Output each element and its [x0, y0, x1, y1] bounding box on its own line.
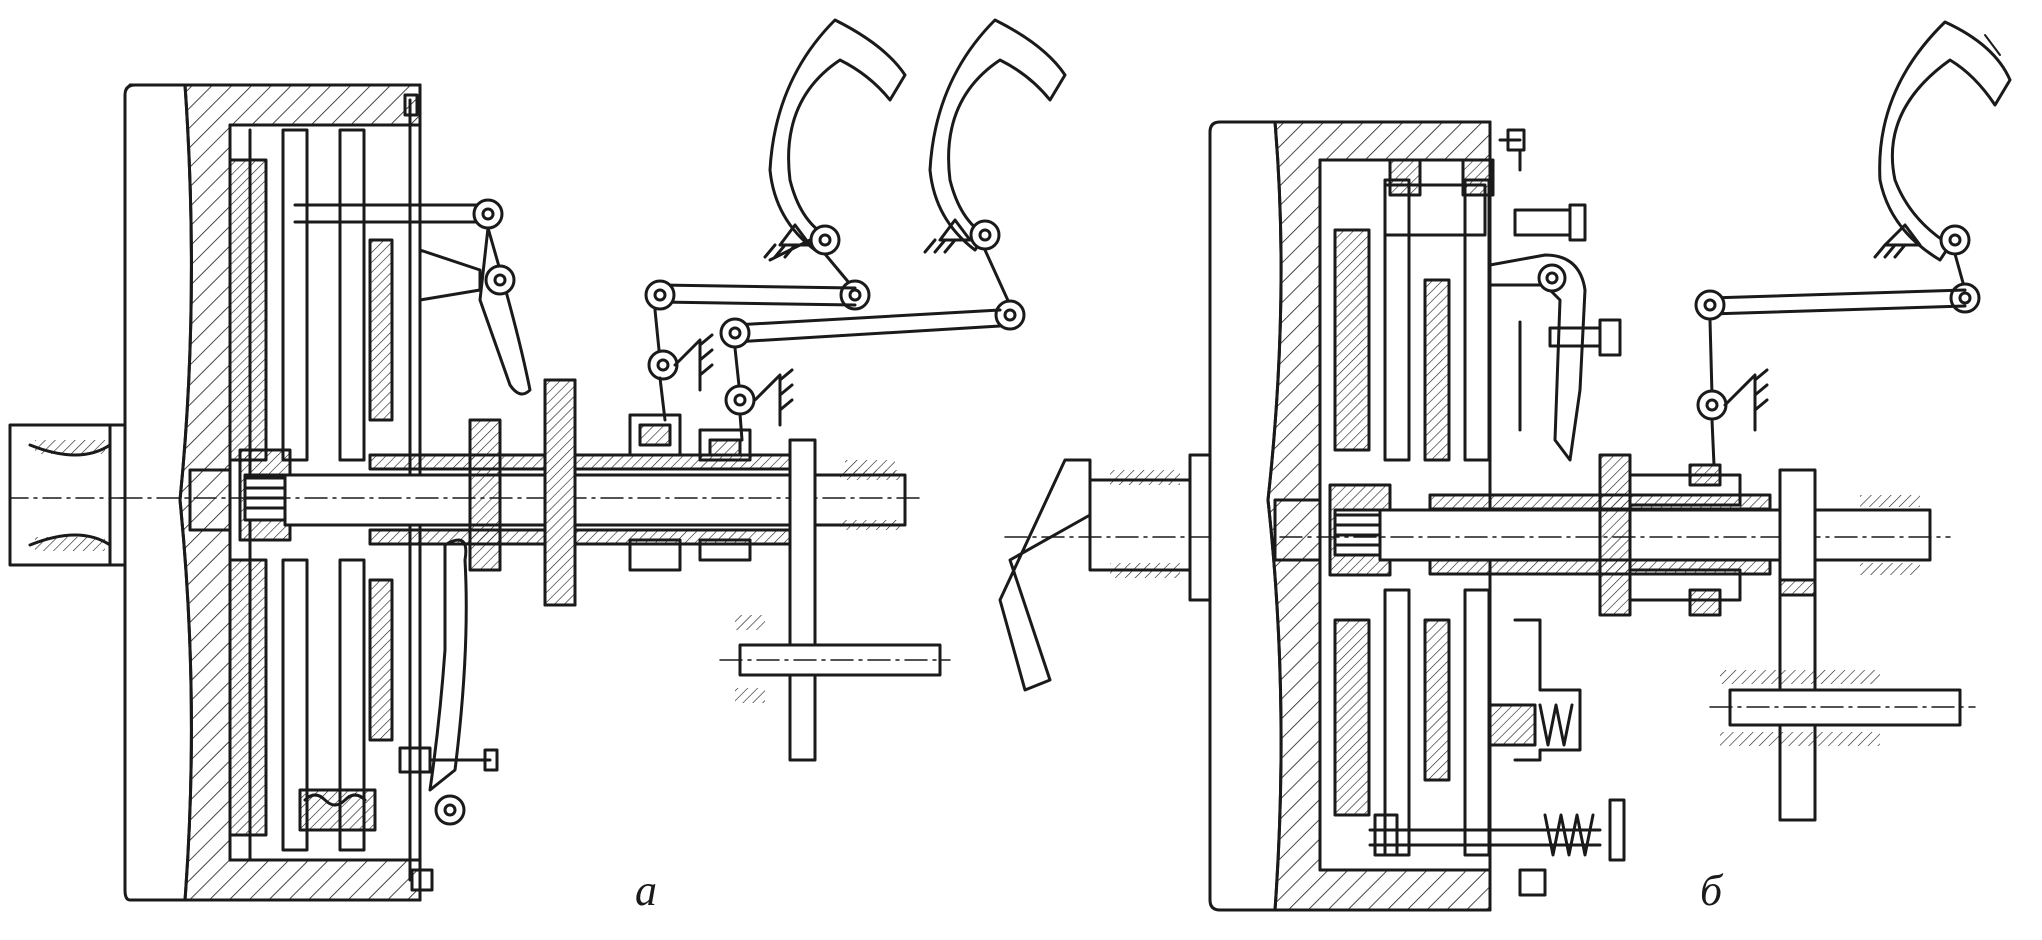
input-shaft-a	[8, 423, 132, 567]
release-lever-lower-a	[298, 538, 499, 892]
panel-a-caption: а	[635, 866, 657, 915]
release-lever-upper-a	[293, 93, 532, 402]
panel-b-caption: б	[1700, 866, 1724, 915]
collars-b	[1598, 453, 1817, 822]
collars-a	[468, 378, 752, 607]
panel-a: а	[8, 18, 1067, 915]
linkage-b	[1694, 288, 1967, 467]
input-shaft-b	[998, 453, 1271, 692]
panel-b: б	[998, 20, 2012, 915]
clutch-discs-a	[228, 118, 412, 882]
main-shaft-b	[1279, 493, 1951, 576]
pedal-b	[1873, 20, 2012, 314]
clutch-discs-b	[1333, 158, 1495, 857]
pedal-1-a	[763, 18, 907, 311]
pedal-2-a	[923, 18, 1067, 331]
gear-lower-b	[1709, 670, 1976, 746]
gear-lower-a	[719, 438, 951, 762]
spring-mech-b	[1368, 618, 1626, 897]
linkage-a	[644, 279, 1002, 442]
release-lever-b	[1488, 128, 1622, 462]
